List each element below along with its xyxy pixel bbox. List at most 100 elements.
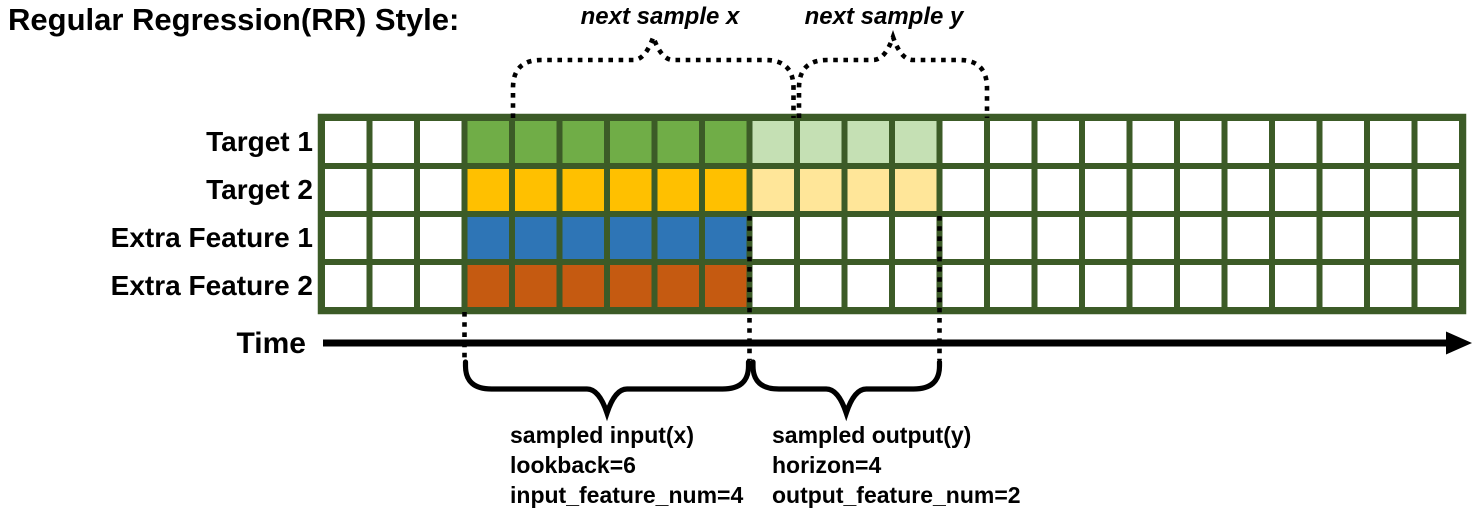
grid-cell: [1132, 169, 1174, 211]
grid-cell: [847, 169, 889, 211]
sampled-output-line2: horizon=4: [772, 452, 882, 478]
grid-cell: [895, 169, 937, 211]
sampled-output-line1: sampled output(y): [772, 422, 972, 448]
grid-cell: [562, 121, 604, 163]
grid-cell: [1275, 217, 1317, 259]
grid-cell: [657, 265, 699, 307]
grid-cell: [942, 169, 984, 211]
grid-cell: [467, 217, 509, 259]
grid-cell: [610, 121, 652, 163]
grid-cell: [515, 169, 557, 211]
grid-cell: [325, 121, 367, 163]
grid-cell: [1322, 217, 1364, 259]
row-label-target-2: Target 2: [206, 174, 313, 205]
grid-cell: [752, 217, 794, 259]
grid-cell: [1180, 265, 1222, 307]
grid-cell: [1275, 169, 1317, 211]
grid-cell: [895, 265, 937, 307]
grid-cell: [1085, 169, 1127, 211]
time-axis-arrow-head: [1446, 331, 1472, 355]
grid-cell: [942, 265, 984, 307]
grid-cell: [1417, 121, 1459, 163]
row-label-extra-feature-2: Extra Feature 2: [110, 270, 313, 301]
grid-cell: [325, 169, 367, 211]
brace-sampled-input: [462, 359, 752, 422]
grid-cell: [372, 265, 414, 307]
grid-cell: [610, 169, 652, 211]
grid-cell: [1370, 169, 1412, 211]
grid-cell: [325, 265, 367, 307]
grid-cell: [1370, 217, 1412, 259]
page-title: Regular Regression(RR) Style:: [8, 2, 460, 37]
grid-cell: [1037, 169, 1079, 211]
grid-cell: [562, 169, 604, 211]
grid-cell: [705, 169, 747, 211]
grid-cell: [895, 121, 937, 163]
grid-cell: [942, 217, 984, 259]
grid-cell: [325, 217, 367, 259]
sampled-input-caption: sampled input(x) lookback=6 input_featur…: [510, 420, 743, 510]
grid-cell: [420, 217, 462, 259]
grid-cell: [1417, 217, 1459, 259]
grid-cell: [1037, 217, 1079, 259]
grid-cell: [657, 169, 699, 211]
grid-cell: [1322, 265, 1364, 307]
next-sample-y-label: next sample y: [804, 3, 964, 30]
grid-cell: [705, 265, 747, 307]
grid-cell: [1085, 121, 1127, 163]
row-label-extra-feature-1: Extra Feature 1: [110, 222, 313, 253]
sampling-grid-outline: [317, 113, 1467, 315]
grid-cell: [372, 121, 414, 163]
grid-cell: [705, 217, 747, 259]
grid-cell: [1322, 169, 1364, 211]
grid-cell: [990, 217, 1032, 259]
grid-cell: [562, 217, 604, 259]
row-label-target-1: Target 1: [206, 126, 313, 157]
grid-cell: [1227, 169, 1269, 211]
grid-cell: [467, 265, 509, 307]
grid-cell: [847, 265, 889, 307]
sampled-input-line1: sampled input(x): [510, 422, 695, 448]
grid-cell: [1085, 217, 1127, 259]
grid-cell: [705, 121, 747, 163]
grid-cell: [990, 265, 1032, 307]
grid-cell: [610, 217, 652, 259]
grid-cell: [1370, 265, 1412, 307]
grid-cell: [1180, 217, 1222, 259]
sampled-output-caption: sampled output(y) horizon=4 output_featu…: [772, 420, 1021, 510]
grid-cell: [847, 217, 889, 259]
sampled-output-line3: output_feature_num=2: [772, 482, 1021, 508]
brace-next-sample-y: [796, 30, 990, 118]
grid-cell: [562, 265, 604, 307]
grid-cell: [372, 169, 414, 211]
grid-cell: [1180, 169, 1222, 211]
grid-cell: [1037, 265, 1079, 307]
grid-cell: [1132, 121, 1174, 163]
grid-cell: [990, 169, 1032, 211]
grid-cell: [657, 217, 699, 259]
grid-cell: [800, 217, 842, 259]
grid-cell: [1227, 121, 1269, 163]
grid-cell: [420, 265, 462, 307]
grid-cell: [1132, 265, 1174, 307]
grid-cell: [800, 169, 842, 211]
grid-cell: [752, 265, 794, 307]
grid-cell: [1370, 121, 1412, 163]
grid-cell: [1132, 217, 1174, 259]
grid-cell: [515, 265, 557, 307]
brace-next-sample-x: [510, 30, 796, 118]
grid-cell: [847, 121, 889, 163]
grid-cell: [515, 217, 557, 259]
grid-cell: [1275, 265, 1317, 307]
grid-cell: [610, 265, 652, 307]
grid-cell: [800, 121, 842, 163]
grid-cell: [1037, 121, 1079, 163]
grid-cell: [420, 169, 462, 211]
grid-cell: [895, 217, 937, 259]
time-axis-label: Time: [236, 327, 306, 360]
grid-cell: [942, 121, 984, 163]
sampled-input-line3: input_feature_num=4: [510, 482, 744, 508]
grid-cell: [1322, 121, 1364, 163]
